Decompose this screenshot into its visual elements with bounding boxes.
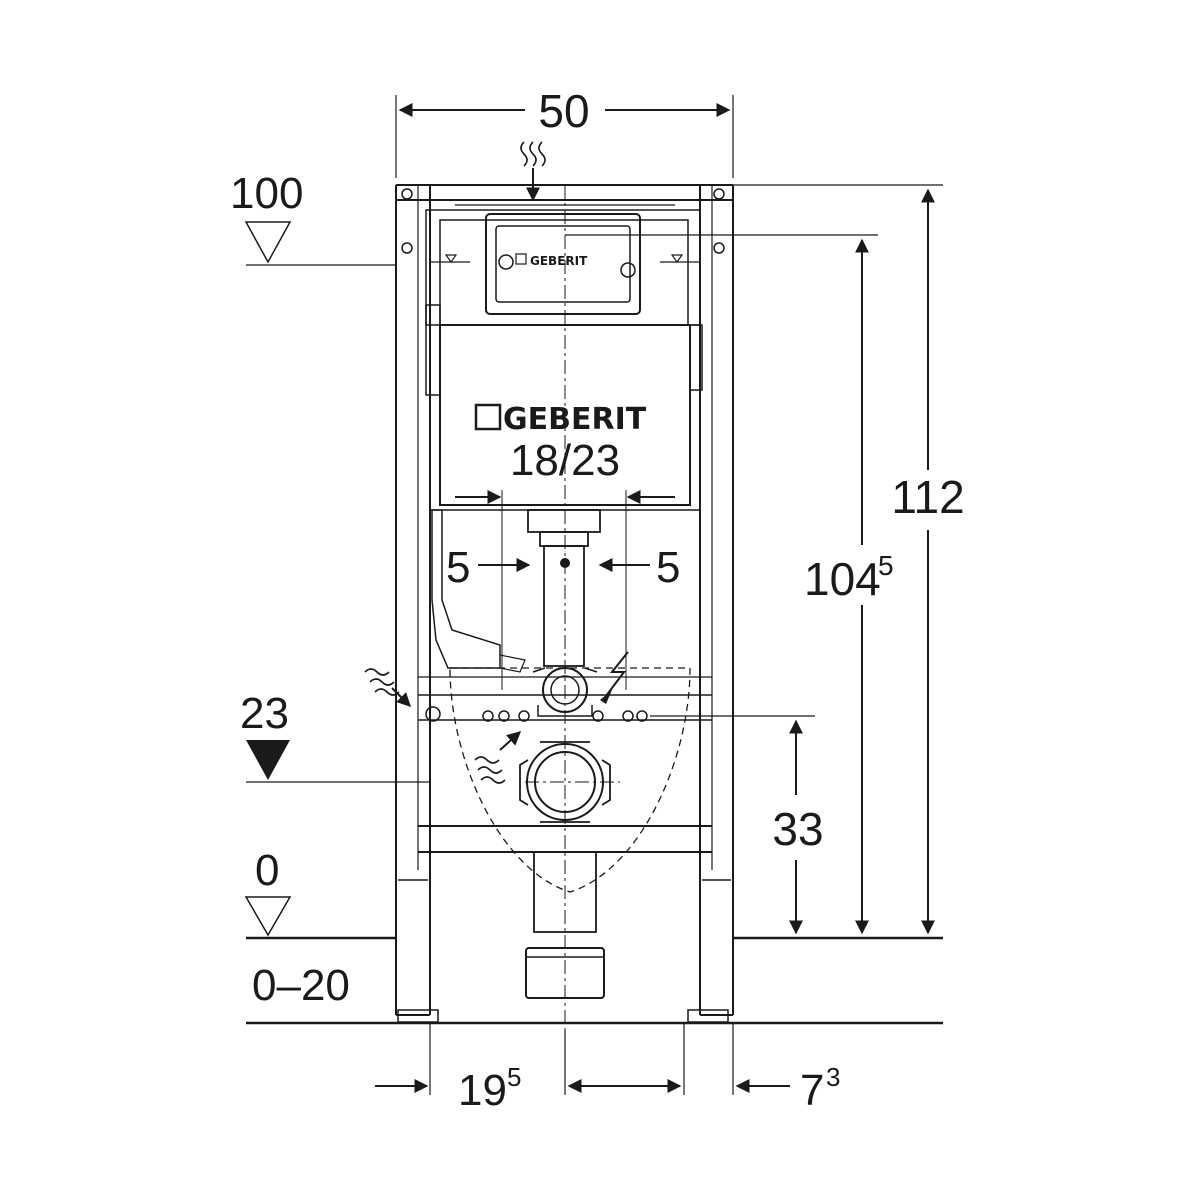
level-label-floor: 0: [255, 846, 279, 895]
brand-name: GEBERIT: [503, 402, 647, 437]
level-label-top: 100: [230, 169, 303, 218]
dimension-bottom-left: 19 5: [375, 1062, 521, 1115]
dim-height-actuation-sup: 5: [878, 550, 894, 581]
dimension-width: 50: [398, 85, 731, 137]
supply-fittings: [425, 706, 648, 722]
dim-height-total-label: 112: [891, 471, 964, 523]
reference-lines: [246, 95, 943, 1095]
actuation-plate: GEBERIT: [485, 213, 641, 315]
level-marker-100: 100: [230, 169, 303, 264]
level-marker-0: 0: [244, 846, 292, 937]
dimension-cistern: 18/23: [455, 436, 675, 504]
dim-offset-right: 5: [656, 543, 680, 592]
wc-bowl-outline: [449, 667, 691, 893]
dimension-bottom-right: 7 3: [735, 1062, 840, 1115]
dimension-height-supply: 33: [772, 719, 824, 935]
water-supply-left-icon: [364, 668, 411, 707]
geberit-logo: GEBERIT: [474, 402, 647, 437]
level-label-supply: 23: [240, 689, 289, 738]
electrical-icon: [600, 651, 629, 704]
dimension-height-total: 112: [891, 188, 965, 935]
level-label-floor-range: 0–20: [252, 961, 350, 1010]
dim-width-label: 50: [538, 85, 589, 137]
plate-brand: GEBERIT: [530, 254, 588, 268]
dim-cistern-label: 18/23: [510, 436, 620, 485]
dim-offset-left: 5: [446, 543, 470, 592]
dim-left-offset-sup: 5: [507, 1062, 521, 1092]
dimension-height-actuation: 104 5: [804, 238, 894, 935]
level-marker-23: 23: [240, 689, 290, 780]
water-supply-top-icon: [520, 141, 546, 202]
dim-right-offset-sup: 3: [826, 1062, 840, 1092]
water-supply-center-icon: [474, 731, 522, 784]
dimension-offsets: 5 5: [446, 543, 680, 592]
dim-left-offset: 19: [458, 1066, 507, 1115]
dim-height-supply-label: 33: [772, 803, 823, 855]
dim-right-offset: 7: [800, 1066, 824, 1115]
dim-height-actuation-label: 104: [804, 553, 881, 605]
flush-pipe: [527, 509, 601, 717]
installation-frame: [395, 184, 734, 1023]
